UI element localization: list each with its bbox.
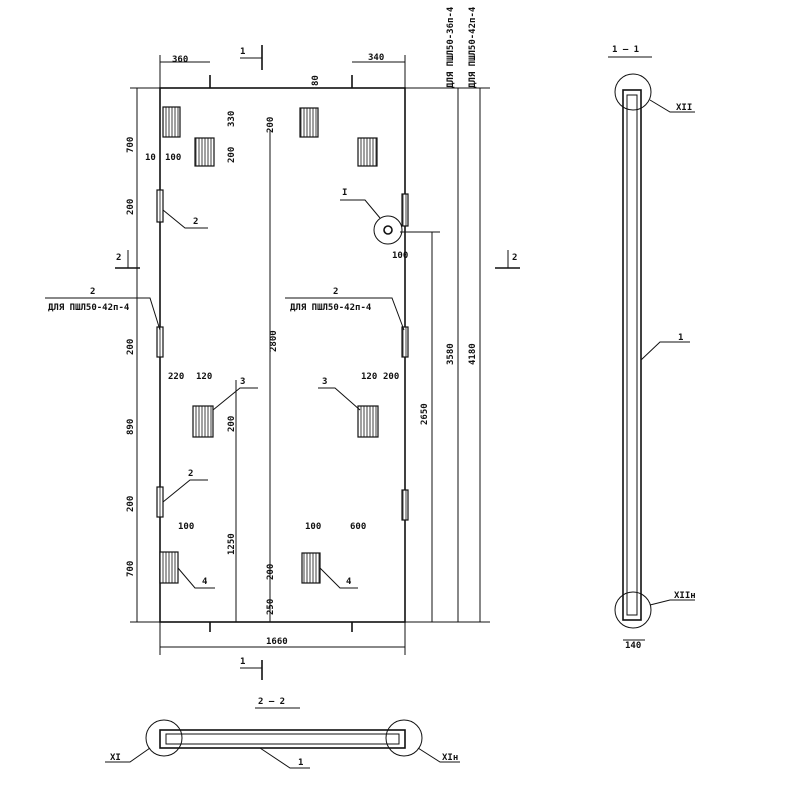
dim-2800: 2800 [269,330,279,352]
side-plate-2 [156,486,164,518]
dim-700-bottom: 700 [126,561,136,577]
dim-200: 200 [383,372,399,382]
dim-4180: 4180 [468,343,478,365]
dim-80: 80 [311,75,321,86]
dim-2650: 2650 [420,403,430,425]
embedded-plate [299,107,319,138]
section-mark-2-left: 2 [116,253,121,263]
variant-label-36: ДЛЯ ПШЛ50-36п-4 [446,6,456,88]
dim-700-top: 700 [126,137,136,153]
detail-circle-XIn [385,719,423,757]
dim-100: 100 [178,522,194,532]
callout-3: 3 [322,377,327,387]
callout-4: 4 [202,577,208,587]
callout-1: 1 [298,758,303,768]
dim-120: 120 [361,372,377,382]
note-label: ДЛЯ ПШЛ50-42п-4 [48,303,130,313]
section-mark-1-top: 1 [240,47,245,57]
dim-200: 200 [227,147,237,163]
section-title: 2 — 2 [258,697,285,707]
embedded-plate-3 [357,405,379,438]
dim-250: 250 [266,599,276,615]
dim-100: 100 [165,153,181,163]
callout-2: 2 [188,469,193,479]
panel-plan: 360 340 80 ДЛЯ ПШЛ50-36п-4 ДЛЯ ПШЛ50-42п… [45,6,520,680]
dim-600: 600 [350,522,366,532]
dim-220: 220 [168,372,184,382]
callout-2: 2 [193,217,198,227]
section-1-1: 1 — 1 XII 1 XIIн 140 [608,45,696,651]
dim-200: 200 [266,117,276,133]
section-2-2: 2 — 2 XI XIн 1 [105,697,460,769]
callout-XI: XI [110,753,121,763]
callout-XII: XII [676,103,692,113]
dim-1660: 1660 [266,637,288,647]
callout-1: 1 [678,333,683,343]
detail-circle [373,215,403,245]
dim-200: 200 [126,496,136,512]
dim-330: 330 [227,111,237,127]
dim-340: 340 [368,53,384,63]
section-mark-2-right: 2 [512,253,517,263]
dim-120: 120 [196,372,212,382]
dim-10: 10 [145,153,156,163]
detail-circle-XI [145,719,183,757]
side-plate-2 [156,326,164,358]
dim-1250: 1250 [227,533,237,555]
embedded-plate-4 [159,551,179,584]
section-title: 1 — 1 [612,45,639,55]
embedded-plate [162,106,181,138]
callout-XIIn: XIIн [674,591,696,601]
side-plate-2 [401,193,409,227]
callout-2: 2 [333,287,338,297]
callout-XIn: XIн [442,753,458,763]
dim-890: 890 [126,419,136,435]
side-plate-2 [401,326,409,358]
dim-200: 200 [126,199,136,215]
variant-label-42: ДЛЯ ПШЛ50-42п-4 [468,6,478,88]
detail-mark-I: I [342,188,347,198]
embedded-plate [194,137,215,167]
dim-100: 100 [305,522,321,532]
detail-circle-XIIn [614,591,652,629]
note-label: ДЛЯ ПШЛ50-42п-4 [290,303,372,313]
callout-2: 2 [90,287,95,297]
embedded-plate-3 [192,405,214,438]
dim-360: 360 [172,55,188,65]
embedded-plate-4 [301,552,321,584]
section-mark-1-bottom: 1 [240,657,245,667]
embedded-plate [357,137,378,167]
dim-100: 100 [392,251,408,261]
side-plate-2 [401,489,409,521]
panel-outline [159,87,406,623]
side-plate-2 [156,189,164,223]
detail-circle-XII [614,73,652,111]
dim-140: 140 [625,641,641,651]
dim-3580: 3580 [446,343,456,365]
callout-3: 3 [240,377,245,387]
callout-4: 4 [346,577,352,587]
dim-200: 200 [266,564,276,580]
dim-200: 200 [126,339,136,355]
dim-200: 200 [227,416,237,432]
